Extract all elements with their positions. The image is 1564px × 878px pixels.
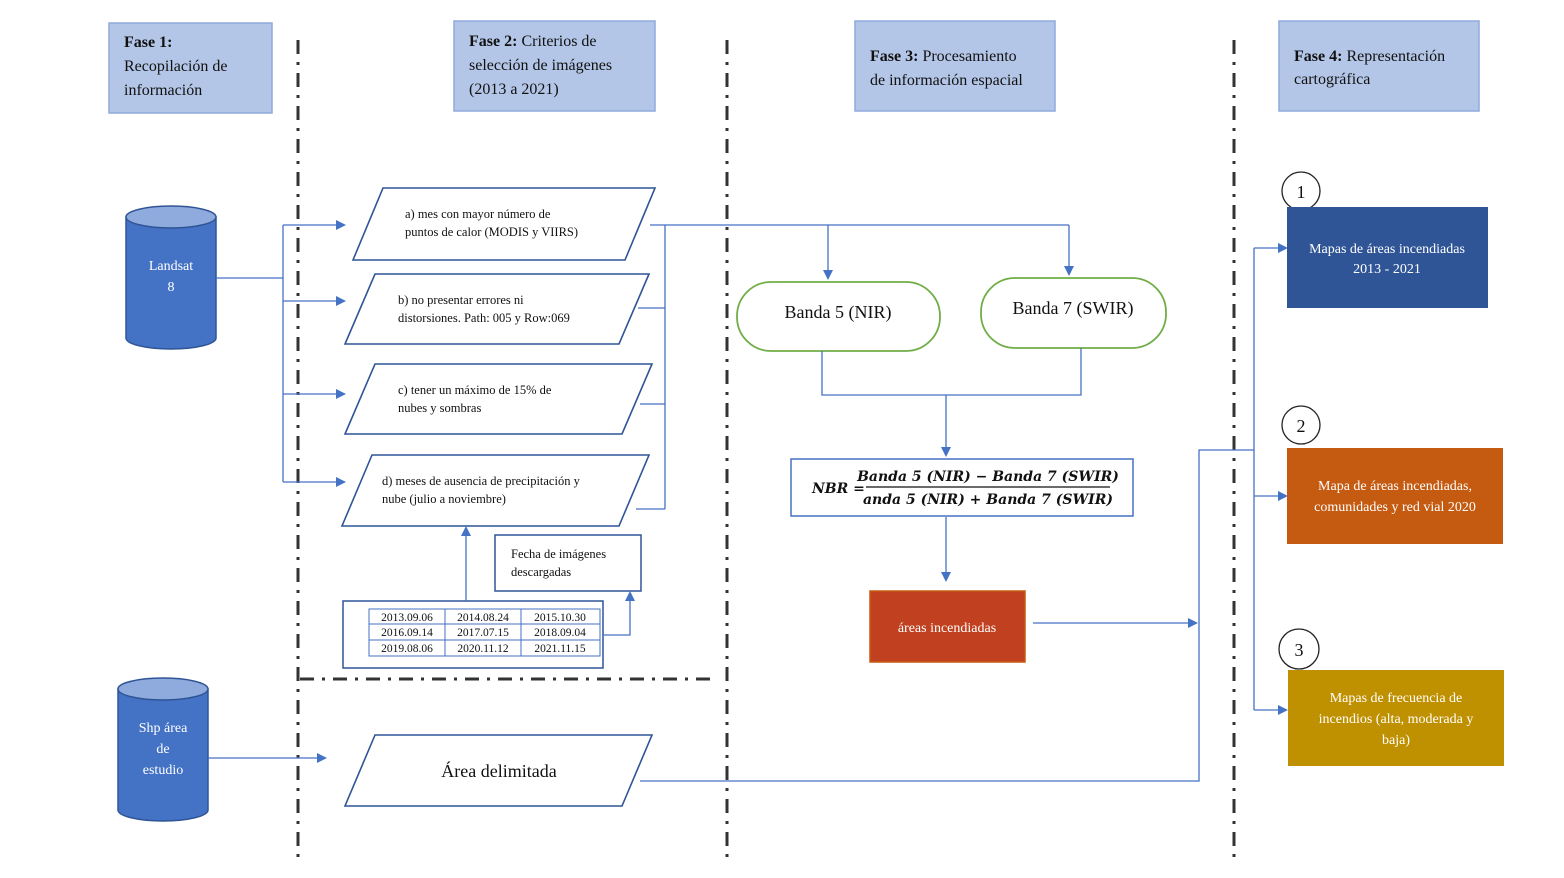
svg-text:nubes y sombras: nubes y sombras bbox=[398, 401, 481, 415]
svg-text:d) meses de ausencia de precip: d) meses de ausencia de precipitación y bbox=[382, 474, 581, 488]
svg-text:áreas incendiadas: áreas incendiadas bbox=[898, 621, 996, 636]
svg-text:2020.11.12: 2020.11.12 bbox=[457, 643, 509, 655]
svg-text:2019.08.06: 2019.08.06 bbox=[381, 643, 433, 655]
svg-text:8: 8 bbox=[168, 280, 175, 295]
svg-text:2013.09.06: 2013.09.06 bbox=[381, 612, 433, 624]
output-connectors bbox=[1253, 243, 1288, 715]
svg-text:Banda 7 (SWIR): Banda 7 (SWIR) bbox=[1013, 298, 1134, 319]
svg-text:incendios (alta, moderada y: incendios (alta, moderada y bbox=[1319, 712, 1474, 727]
svg-text:2014.08.24: 2014.08.24 bbox=[457, 612, 509, 624]
area-delimitada: Área delimitada bbox=[343, 449, 1254, 807]
svg-text:2: 2 bbox=[1297, 416, 1306, 436]
band-5-nir: Banda 5 (NIR) bbox=[736, 281, 941, 352]
svg-text:estudio: estudio bbox=[143, 763, 183, 778]
output-1: 1 Mapas de áreas incendiadas 2013 - 2021 bbox=[1281, 171, 1488, 308]
svg-text:a) mes con mayor número de: a) mes con mayor número de bbox=[405, 207, 551, 221]
phase-1-header: Fase 1: Recopilación de información bbox=[108, 22, 273, 114]
svg-text:2018.09.04: 2018.09.04 bbox=[534, 627, 586, 639]
svg-text:puntos de calor (MODIS y VIIRS: puntos de calor (MODIS y VIIRS) bbox=[405, 225, 578, 239]
svg-text:distorsiones. Path: 005 y Row:: distorsiones. Path: 005 y Row:069 bbox=[398, 311, 570, 325]
output-2: 2 Mapa de áreas incendiadas, comunidades… bbox=[1281, 405, 1503, 544]
svg-text:anda 5 (NIR) + Banda 7 (SWIR): anda 5 (NIR) + Banda 7 (SWIR) bbox=[863, 492, 1113, 508]
svg-text:1: 1 bbox=[1297, 182, 1306, 202]
criterion-c: c) tener un máximo de 15% de nubes y som… bbox=[343, 363, 654, 435]
svg-text:Mapas de frecuencia de: Mapas de frecuencia de bbox=[1330, 691, 1463, 706]
svg-text:selección de imágenes: selección de imágenes bbox=[469, 57, 612, 74]
shp-database: Shp área de estudio bbox=[117, 677, 209, 822]
svg-text:NBR =: NBR = bbox=[811, 481, 865, 497]
phase-3-header: Fase 3: Procesamiento de información esp… bbox=[854, 20, 1056, 112]
svg-text:Shp área: Shp área bbox=[139, 721, 188, 736]
svg-text:nube (julio a noviembre): nube (julio a noviembre) bbox=[382, 492, 506, 506]
criterion-a: a) mes con mayor número de puntos de cal… bbox=[351, 187, 657, 261]
svg-text:Fase 3: Procesamiento: Fase 3: Procesamiento bbox=[870, 48, 1017, 65]
svg-text:(2013 a 2021): (2013 a 2021) bbox=[469, 81, 559, 98]
output-3: 3 Mapas de frecuencia de incendios (alta… bbox=[1278, 628, 1504, 766]
svg-text:de: de bbox=[156, 742, 169, 757]
svg-text:Fase 4: Representación: Fase 4: Representación bbox=[1294, 48, 1445, 65]
svg-text:Banda 5 (NIR) − Banda 7 (SWIR): Banda 5 (NIR) − Banda 7 (SWIR) bbox=[856, 469, 1119, 485]
dates-label-box: Fecha de imágenes descargadas bbox=[494, 534, 642, 592]
svg-text:Banda 5 (NIR): Banda 5 (NIR) bbox=[785, 302, 892, 323]
criterion-d: d) meses de ausencia de precipitación y … bbox=[340, 454, 651, 527]
svg-text:Mapas de áreas incendiadas: Mapas de áreas incendiadas bbox=[1309, 242, 1465, 257]
svg-text:b) no presentar errores ni: b) no presentar errores ni bbox=[398, 293, 524, 307]
svg-text:descargadas: descargadas bbox=[511, 565, 571, 579]
svg-text:2015.10.30: 2015.10.30 bbox=[534, 612, 586, 624]
phase-2-header: Fase 2: Criterios de selección de imágen… bbox=[453, 20, 656, 112]
svg-text:Recopilación de: Recopilación de bbox=[124, 58, 228, 75]
burned-areas-box: áreas incendiadas bbox=[869, 590, 1198, 663]
svg-text:Fase 2: Criterios de: Fase 2: Criterios de bbox=[469, 33, 597, 50]
svg-text:Área delimitada: Área delimitada bbox=[441, 760, 556, 781]
svg-text:de información espacial: de información espacial bbox=[870, 72, 1023, 89]
phase-4-header: Fase 4: Representación cartográfica bbox=[1278, 20, 1480, 112]
band-7-swir: Banda 7 (SWIR) bbox=[980, 277, 1167, 349]
svg-text:Fase 1:: Fase 1: bbox=[124, 34, 172, 51]
svg-text:Fecha de imágenes: Fecha de imágenes bbox=[511, 547, 606, 561]
svg-text:2016.09.14: 2016.09.14 bbox=[381, 627, 433, 639]
nbr-formula: NBR = Banda 5 (NIR) − Banda 7 (SWIR) and… bbox=[790, 458, 1134, 582]
svg-text:2017.07.15: 2017.07.15 bbox=[457, 627, 509, 639]
svg-text:Mapa de áreas incendiadas,: Mapa de áreas incendiadas, bbox=[1318, 479, 1472, 494]
criteria-connectors bbox=[636, 224, 1074, 510]
band-connectors bbox=[821, 348, 1082, 457]
svg-text:3: 3 bbox=[1295, 640, 1304, 660]
svg-text:cartográfica: cartográfica bbox=[1294, 71, 1370, 88]
svg-text:2013 - 2021: 2013 - 2021 bbox=[1353, 262, 1421, 277]
svg-text:c) tener un máximo de 15% de: c) tener un máximo de 15% de bbox=[398, 383, 552, 397]
svg-text:2021.11.15: 2021.11.15 bbox=[534, 643, 586, 655]
dates-table: 2013.09.06 2014.08.24 2015.10.30 2016.09… bbox=[342, 526, 635, 669]
svg-text:baja): baja) bbox=[1382, 733, 1410, 748]
landsat-database: Landsat 8 bbox=[125, 205, 217, 350]
criterion-b: b) no presentar errores ni distorsiones.… bbox=[343, 273, 651, 345]
svg-text:comunidades y red vial 2020: comunidades y red vial 2020 bbox=[1314, 500, 1476, 515]
landsat-connectors bbox=[208, 220, 346, 763]
svg-text:Landsat: Landsat bbox=[149, 259, 193, 274]
svg-text:información: información bbox=[124, 82, 202, 99]
